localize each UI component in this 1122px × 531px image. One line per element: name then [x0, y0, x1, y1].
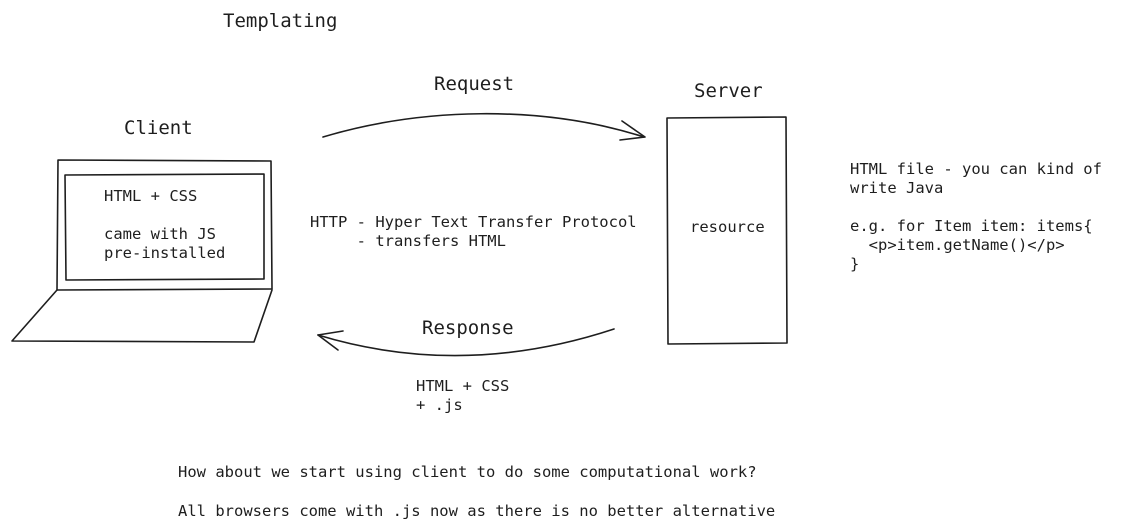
laptop-base — [11, 289, 273, 343]
screen-line-1: HTML + CSS — [104, 187, 198, 205]
request-arrow-head — [619, 120, 646, 141]
http-note-line-2: - transfers HTML — [310, 232, 506, 250]
http-note: HTTP - Hyper Text Transfer Protocol - tr… — [310, 213, 637, 251]
server-label: Server — [694, 80, 763, 102]
http-note-line-1: HTTP - Hyper Text Transfer Protocol — [310, 213, 637, 231]
screen-line-3: pre-installed — [104, 244, 226, 262]
diagram-title: Templating — [223, 10, 338, 32]
template-note-line-2: write Java — [850, 179, 944, 197]
template-note-line-4: <p>item.getName()</p> — [850, 236, 1065, 254]
laptop-screen-inner — [64, 173, 265, 281]
template-note-line-1: HTML file - you can kind of — [850, 160, 1102, 178]
request-arrow-shaft — [322, 112, 645, 138]
laptop-screen-text: HTML + CSS came with JS pre-installed — [104, 187, 225, 263]
response-payload-line-2: + .js — [416, 396, 463, 414]
request-label: Request — [434, 73, 515, 95]
response-payload: HTML + CSS + .js — [416, 377, 509, 415]
laptop-screen-outer — [56, 159, 273, 291]
footer-note-1: How about we start using client to do so… — [178, 463, 757, 481]
response-arrow-head — [317, 330, 344, 351]
footer-note-2: All browsers come with .js now as there … — [178, 502, 776, 520]
client-label: Client — [124, 117, 193, 139]
server-resource-text: resource — [690, 218, 765, 236]
response-label: Response — [422, 317, 514, 339]
template-note-line-3: e.g. for Item item: items{ — [850, 217, 1093, 235]
server-box — [666, 116, 788, 345]
response-payload-line-1: HTML + CSS — [416, 377, 510, 395]
screen-line-2: came with JS — [104, 225, 216, 243]
template-note-line-5: } — [850, 255, 860, 273]
response-arrow-shaft — [317, 328, 615, 357]
template-note: HTML file - you can kind of write Java e… — [850, 160, 1102, 274]
